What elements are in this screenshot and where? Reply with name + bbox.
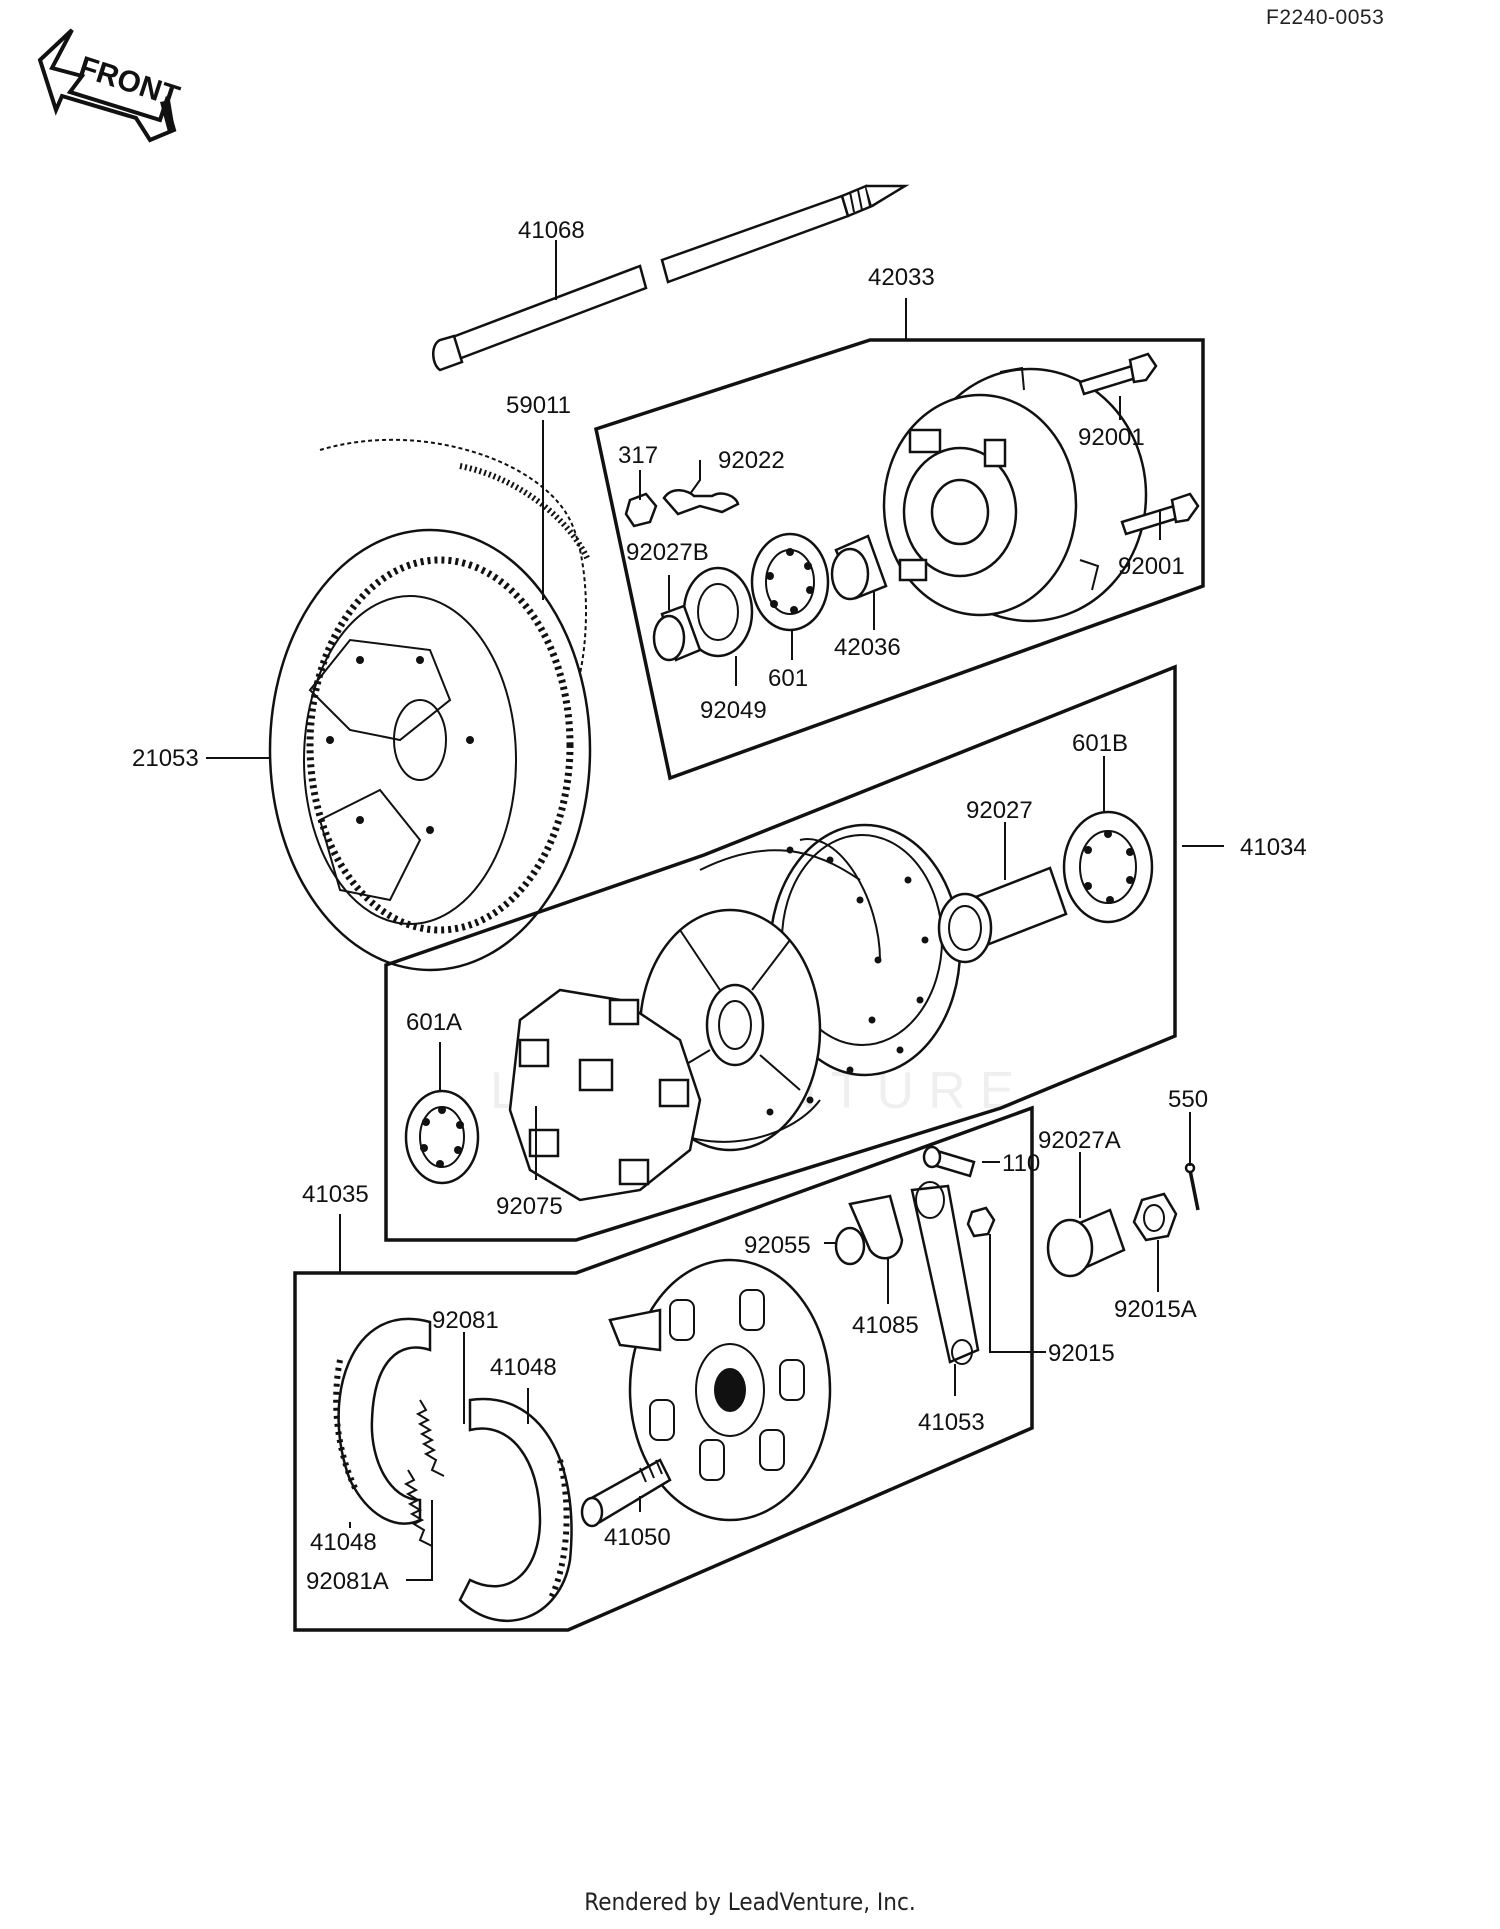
part-label-601: 601 [768, 665, 808, 692]
spring-92081a-shape [403, 1469, 433, 1547]
part-label-601b: 601B [1072, 730, 1128, 757]
part-label-21053: 21053 [132, 745, 199, 772]
bolt-upper-shape [1078, 352, 1158, 396]
part-label-41068: 41068 [518, 217, 585, 244]
part-label-41053: 41053 [918, 1409, 985, 1436]
part-label-92027: 92027 [966, 797, 1033, 824]
brake-shoe-left-shape [333, 1317, 432, 1525]
part-label-42033: 42033 [868, 264, 935, 291]
part-label-92049: 92049 [700, 697, 767, 724]
nut-317-shape [624, 492, 658, 528]
part-label-92015: 92015 [1048, 1340, 1115, 1367]
part-label-92075: 92075 [496, 1193, 563, 1220]
part-label-42036: 42036 [834, 634, 901, 661]
part-label-92015a: 92015A [1114, 1296, 1197, 1323]
lock-plate-shape [662, 489, 740, 516]
pulley-shape [268, 438, 592, 972]
part-label-59011: 59011 [506, 392, 571, 419]
part-label-92001-upper: 92001 [1078, 424, 1145, 451]
axle-nut-shape [1132, 1192, 1178, 1242]
part-label-92081: 92081 [432, 1307, 499, 1334]
part-label-41085: 41085 [852, 1312, 919, 1339]
part-label-92055: 92055 [744, 1232, 811, 1259]
part-label-317: 317 [618, 442, 658, 469]
collar-92027a-shape [1046, 1208, 1126, 1278]
brake-cam-shape [580, 1458, 672, 1528]
part-label-92027b: 92027B [626, 539, 709, 566]
cotter-pin-shape [1184, 1162, 1200, 1211]
part-label-601a: 601A [406, 1009, 462, 1036]
part-label-41050: 41050 [604, 1524, 671, 1551]
group-41034-frame [384, 664, 1177, 1242]
document-id: F2240-0053 [1266, 6, 1385, 29]
brake-panel-shape [608, 1258, 832, 1522]
axle-shape [432, 184, 910, 372]
bolt-lower-shape [1120, 492, 1200, 536]
group-42033-frame [593, 338, 1205, 781]
part-label-92081a: 92081A [306, 1568, 389, 1595]
bearing-601-shape [750, 532, 830, 632]
spacer-shape [830, 534, 888, 601]
washer-shape [834, 1226, 866, 1266]
sprocket-hub-shape [882, 366, 1148, 623]
collar-92027-shape [937, 866, 1068, 964]
collar-92027b-shape [652, 604, 702, 662]
part-label-92027a: 92027A [1038, 1127, 1121, 1154]
spring-92081-shape [415, 1399, 445, 1477]
part-label-41048-upper: 41048 [490, 1354, 557, 1381]
part-label-41034: 41034 [1240, 834, 1307, 861]
bearing-601b-shape [1062, 810, 1154, 924]
damper-shape [508, 988, 702, 1202]
front-arrow-icon: FRONT [37, 28, 183, 143]
group-41035-frame [293, 1105, 1034, 1632]
part-label-110: 110 [1002, 1150, 1040, 1177]
part-label-92001-lower: 92001 [1118, 553, 1185, 580]
part-label-41035: 41035 [302, 1181, 369, 1208]
brake-lever-shape [910, 1181, 980, 1365]
bearing-601a-shape [404, 1089, 480, 1185]
brake-shoe-right-shape [458, 1397, 573, 1623]
leader-lines [206, 240, 1224, 1581]
bolt-110-shape [922, 1145, 976, 1178]
part-label-550: 550 [1168, 1086, 1208, 1113]
footer-credit: Rendered by LeadVenture, Inc. [584, 1888, 916, 1916]
part-label-41048-lower: 41048 [310, 1529, 377, 1556]
part-label-92022: 92022 [718, 447, 785, 474]
wear-indicator-shape [848, 1194, 904, 1260]
nut-92015-shape [966, 1206, 996, 1238]
